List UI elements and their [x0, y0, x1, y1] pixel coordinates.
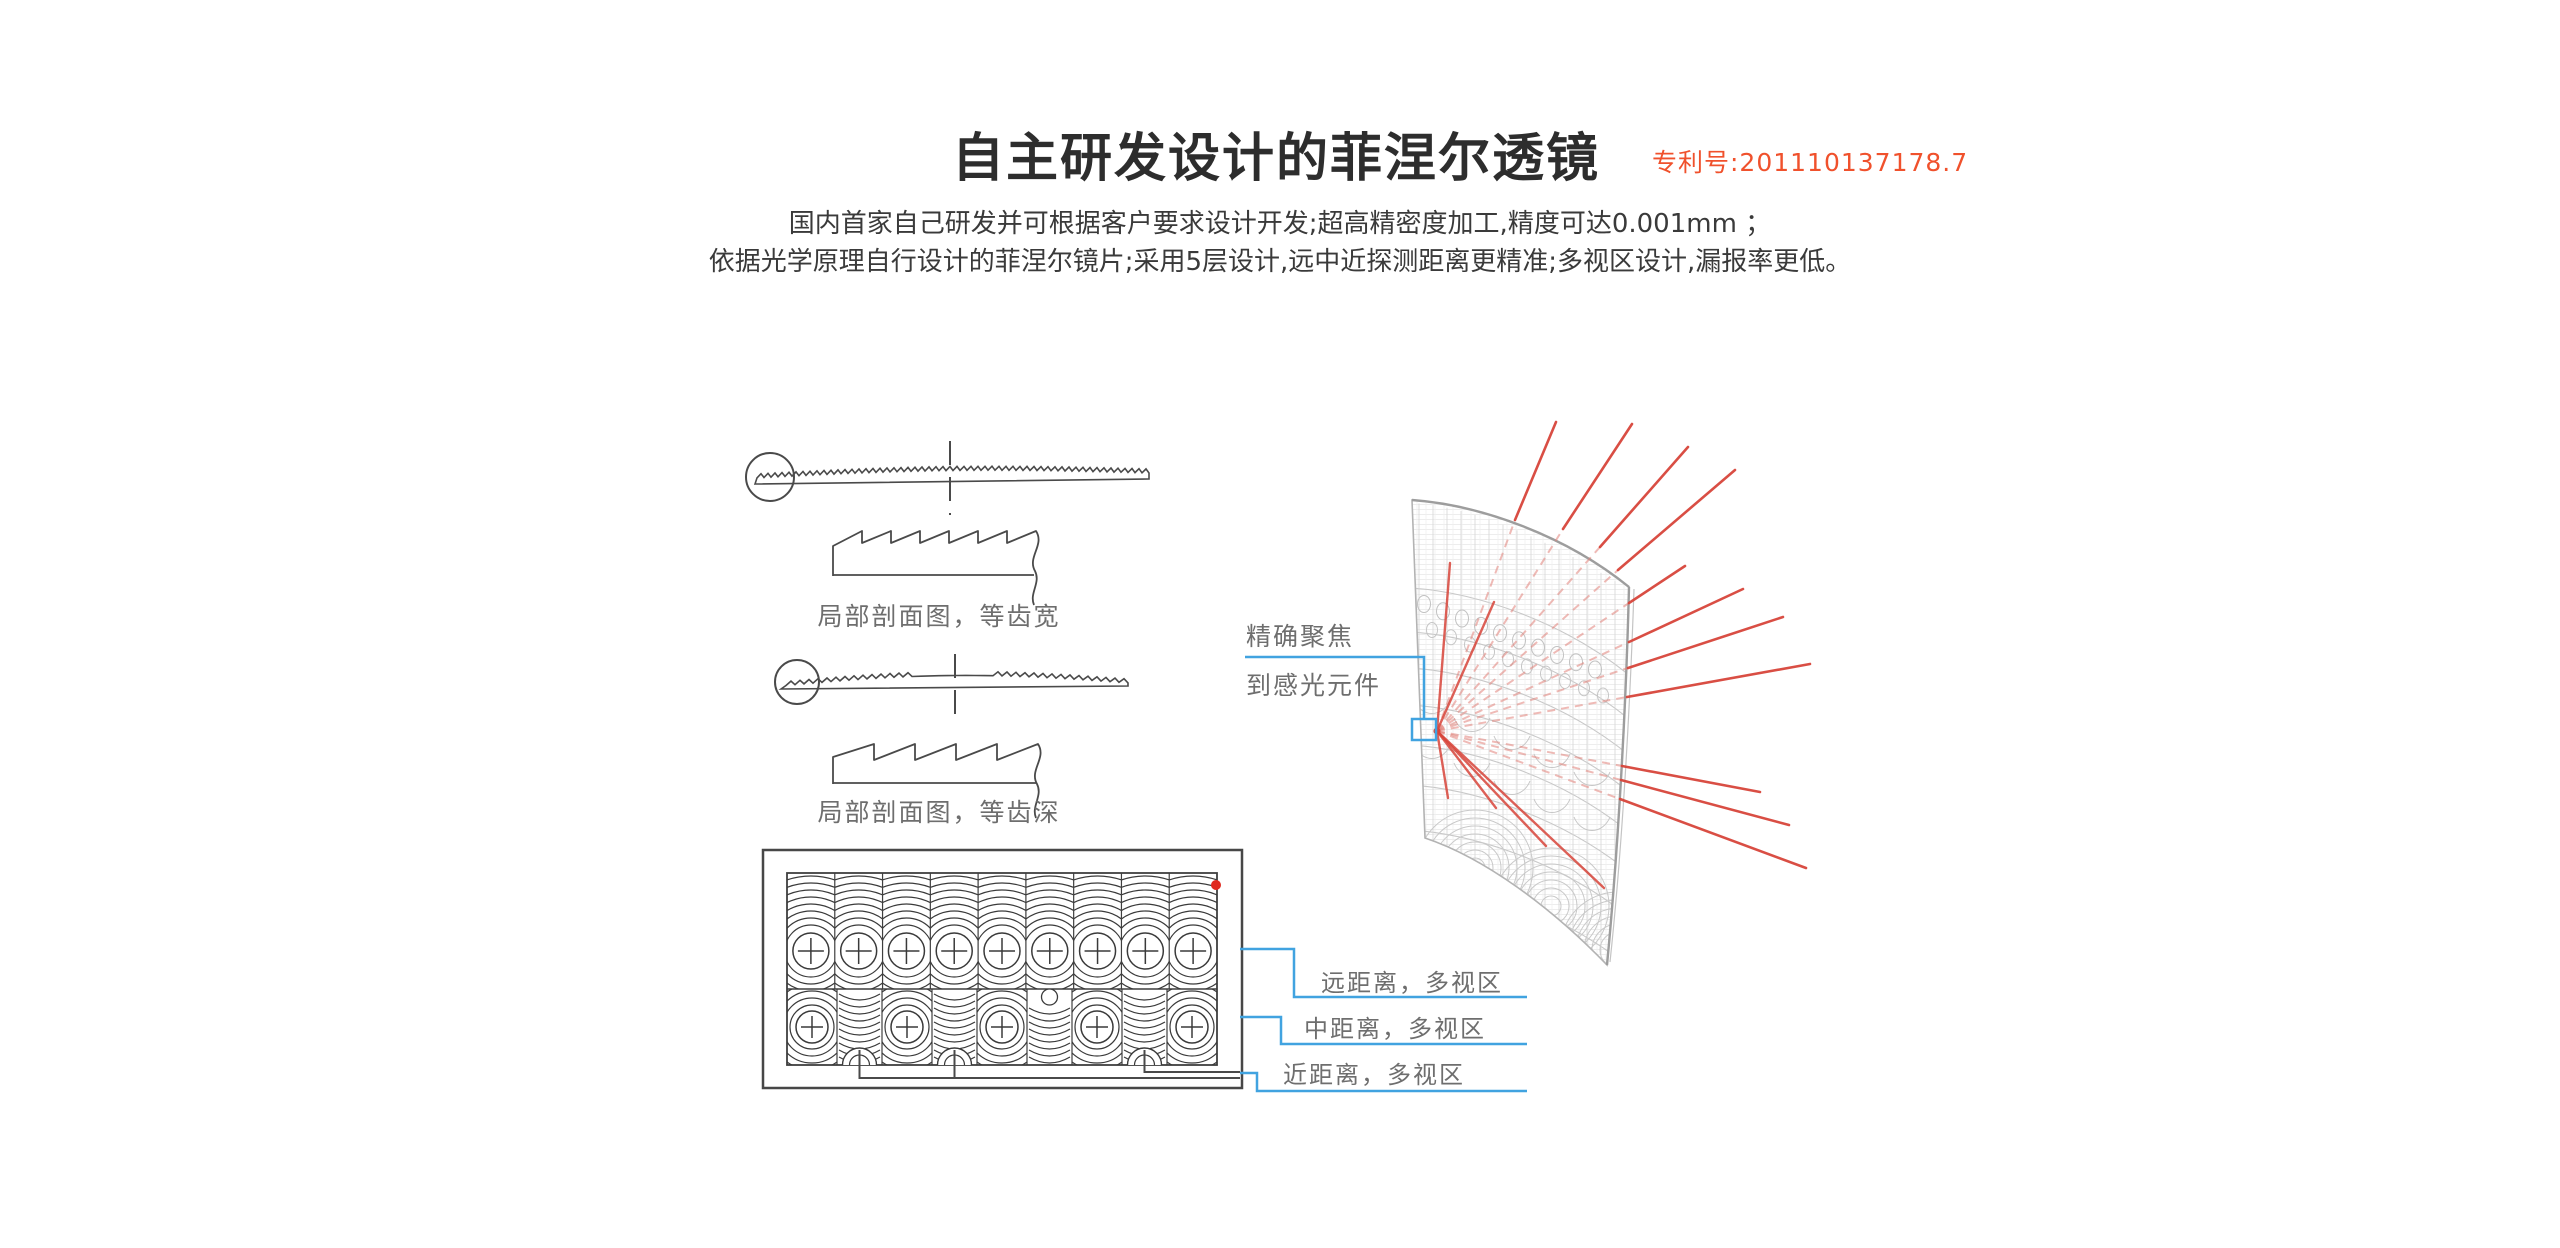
leader-zone-near	[1240, 1071, 1527, 1093]
description-line-1: 国内首家自己研发并可根据客户要求设计开发;超高精密度加工,精度可达0.001mm…	[788, 209, 1772, 239]
label-profile-equal-tooth-width: 局部剖面图，等齿宽	[817, 602, 1061, 631]
array-cell-bottom	[1028, 989, 1071, 1064]
array-cell-top	[978, 873, 1026, 989]
label-zone-mid: 中距离，多视区	[1304, 1015, 1486, 1043]
profile-equal-tooth-depth	[832, 743, 1042, 819]
leader-zone-far	[1240, 947, 1527, 999]
array-cell-top	[1169, 873, 1217, 989]
lens-strip-equal-width	[745, 441, 1150, 515]
array-black-leader-lines	[858, 1050, 1240, 1079]
array-cell-top	[882, 873, 931, 989]
lens-strip-equal-depth	[774, 654, 1129, 722]
array-cell-bottom	[1167, 989, 1217, 1065]
red-dot-icon	[1211, 880, 1221, 890]
array-cell-bottom	[977, 989, 1027, 1065]
curved-fresnel-sheet	[1411, 498, 1635, 967]
panel-outer-border	[761, 848, 1244, 1090]
array-cell-bottom	[1072, 989, 1122, 1065]
array-cell-top	[834, 873, 883, 989]
array-cell-top	[1025, 873, 1074, 989]
leader-zone-mid	[1240, 1015, 1527, 1046]
label-zone-near: 近距离，多视区	[1283, 1061, 1465, 1089]
magnifier-circle-icon	[774, 659, 820, 705]
array-cell-top	[1121, 873, 1170, 989]
array-cell-top	[930, 873, 979, 989]
array-cell-bottom	[882, 989, 932, 1065]
magnifier-circle-icon	[745, 452, 795, 502]
detection-rays	[1433, 420, 1812, 890]
array-cell-bottom	[787, 989, 837, 1065]
array-cell-top	[1073, 873, 1122, 989]
lens-array-panel	[761, 848, 1244, 1090]
label-precise-focus: 精确聚焦	[1246, 622, 1355, 651]
label-zone-far: 远距离，多视区	[1321, 969, 1503, 997]
array-cell-top	[787, 873, 835, 989]
profile-equal-tooth-width	[832, 530, 1040, 606]
focus-square-icon	[1410, 717, 1438, 742]
label-to-sensor: 到感光元件	[1246, 671, 1382, 700]
page-title: 自主研发设计的菲涅尔透镜	[951, 129, 1601, 189]
description-text: 国内首家自己研发并可根据客户要求设计开发;超高精密度加工,精度可达0.001mm…	[709, 206, 1852, 281]
description-line-2: 依据光学原理自行设计的菲涅尔镜片;采用5层设计,远中近探测距离更精准;多视区设计…	[708, 246, 1852, 277]
leader-focus	[1245, 655, 1426, 719]
patent-number: 专利号:201110137178.7	[1652, 148, 1969, 177]
label-profile-equal-tooth-depth: 局部剖面图，等齿深	[817, 798, 1061, 827]
blue-leader-lines	[1240, 655, 1527, 1093]
